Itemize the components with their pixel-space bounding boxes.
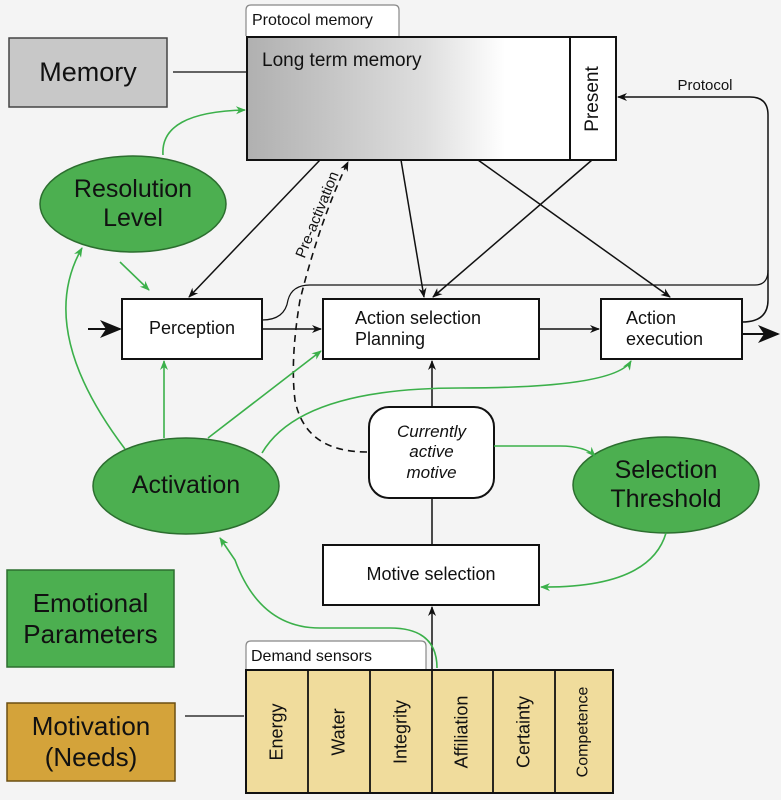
emotional-parameters-legend-box xyxy=(6,569,175,668)
protocol-memory-label: Protocol memory xyxy=(252,11,373,29)
long-term-memory-label: Long term memory xyxy=(262,49,422,71)
memory-legend-box xyxy=(8,37,168,108)
selection-threshold-line-2: Threshold xyxy=(610,485,722,513)
sensors-to-activation-arrow xyxy=(219,537,438,669)
ltm-to-perception-arrow xyxy=(188,159,321,298)
emotional-parameters-line-1: Emotional xyxy=(32,587,149,618)
pre-activation-arrow xyxy=(292,161,368,453)
activation-to-action-selection-arrow xyxy=(207,350,322,439)
activation-ellipse xyxy=(92,437,280,535)
sensor-integrity: Integrity xyxy=(390,699,411,765)
present-label: Present xyxy=(581,66,603,132)
resolution-level-line-2: Level xyxy=(103,204,163,232)
action-selection-line-2: Planning xyxy=(355,329,426,349)
emotional-parameters-legend-label: Emotional Parameters xyxy=(7,570,174,667)
action-execution-line-1: Action xyxy=(626,307,677,328)
activation-label: Activation xyxy=(131,471,241,500)
demand-sensors-label: Demand sensors xyxy=(251,647,372,665)
memory-legend-label: Memory xyxy=(39,56,137,87)
current-motive-line-2: active xyxy=(409,442,454,462)
perception-box xyxy=(121,298,263,360)
action-selection-line-1: Action selection xyxy=(355,307,482,328)
current-motive-line-3: motive xyxy=(406,462,457,482)
current-motive-to-threshold-arrow xyxy=(494,445,596,457)
motivation-line-2: (Needs) xyxy=(44,742,138,772)
threshold-to-motive-selection-arrow xyxy=(540,532,667,592)
emotional-parameters-line-2: Parameters xyxy=(23,618,158,649)
perception-protocol-line xyxy=(261,269,769,321)
resolution-to-perception-arrow xyxy=(119,261,150,291)
demand-sensors-block xyxy=(245,669,614,794)
present-box xyxy=(569,36,617,161)
resolution-to-ltm-arrow xyxy=(162,106,246,156)
protocol-edge-label: Protocol xyxy=(677,77,733,95)
protocol-loop-arrow xyxy=(617,93,769,323)
activation-to-action-execution-arrow xyxy=(261,360,632,454)
ltm-to-action-selection-arrow xyxy=(400,159,427,298)
action-execution-box xyxy=(600,298,743,360)
resolution-level-label: Resolution Level xyxy=(40,156,226,252)
sensor-affiliation: Affiliation xyxy=(451,695,472,769)
motivation-line-1: Motivation xyxy=(31,711,151,742)
activation-to-resolution-arrow xyxy=(65,247,126,450)
sensor-water: Water xyxy=(328,708,349,756)
resolution-level-ellipse xyxy=(39,155,227,253)
perception-label: Perception xyxy=(148,318,236,339)
action-execution-label: Action execution xyxy=(626,299,742,359)
motivation-legend-box xyxy=(6,702,176,782)
action-selection-box xyxy=(322,298,540,360)
current-motive-line-1: Currently xyxy=(397,422,466,442)
resolution-level-line-1: Resolution xyxy=(73,174,193,203)
motive-selection-box xyxy=(322,544,540,606)
action-execution-line-2: execution xyxy=(626,329,704,349)
motive-selection-label: Motive selection xyxy=(366,564,496,585)
demand-sensors-tab xyxy=(245,640,427,670)
present-to-action-selection-arrow xyxy=(432,159,593,298)
currently-active-motive-label: Currently active motive xyxy=(369,407,494,498)
sensor-energy: Energy xyxy=(266,703,287,761)
ltm-to-action-execution-arrow xyxy=(477,159,671,298)
selection-threshold-line-1: Selection xyxy=(614,455,718,484)
action-selection-label: Action selection Planning xyxy=(355,299,539,359)
selection-threshold-label: Selection Threshold xyxy=(573,437,759,533)
sensor-certainty: Certainty xyxy=(513,695,534,769)
sensor-competence: Competence xyxy=(574,686,592,778)
protocol-memory-tab xyxy=(245,4,400,36)
motivation-legend-label: Motivation (Needs) xyxy=(7,703,175,781)
long-term-memory-box xyxy=(246,36,571,161)
